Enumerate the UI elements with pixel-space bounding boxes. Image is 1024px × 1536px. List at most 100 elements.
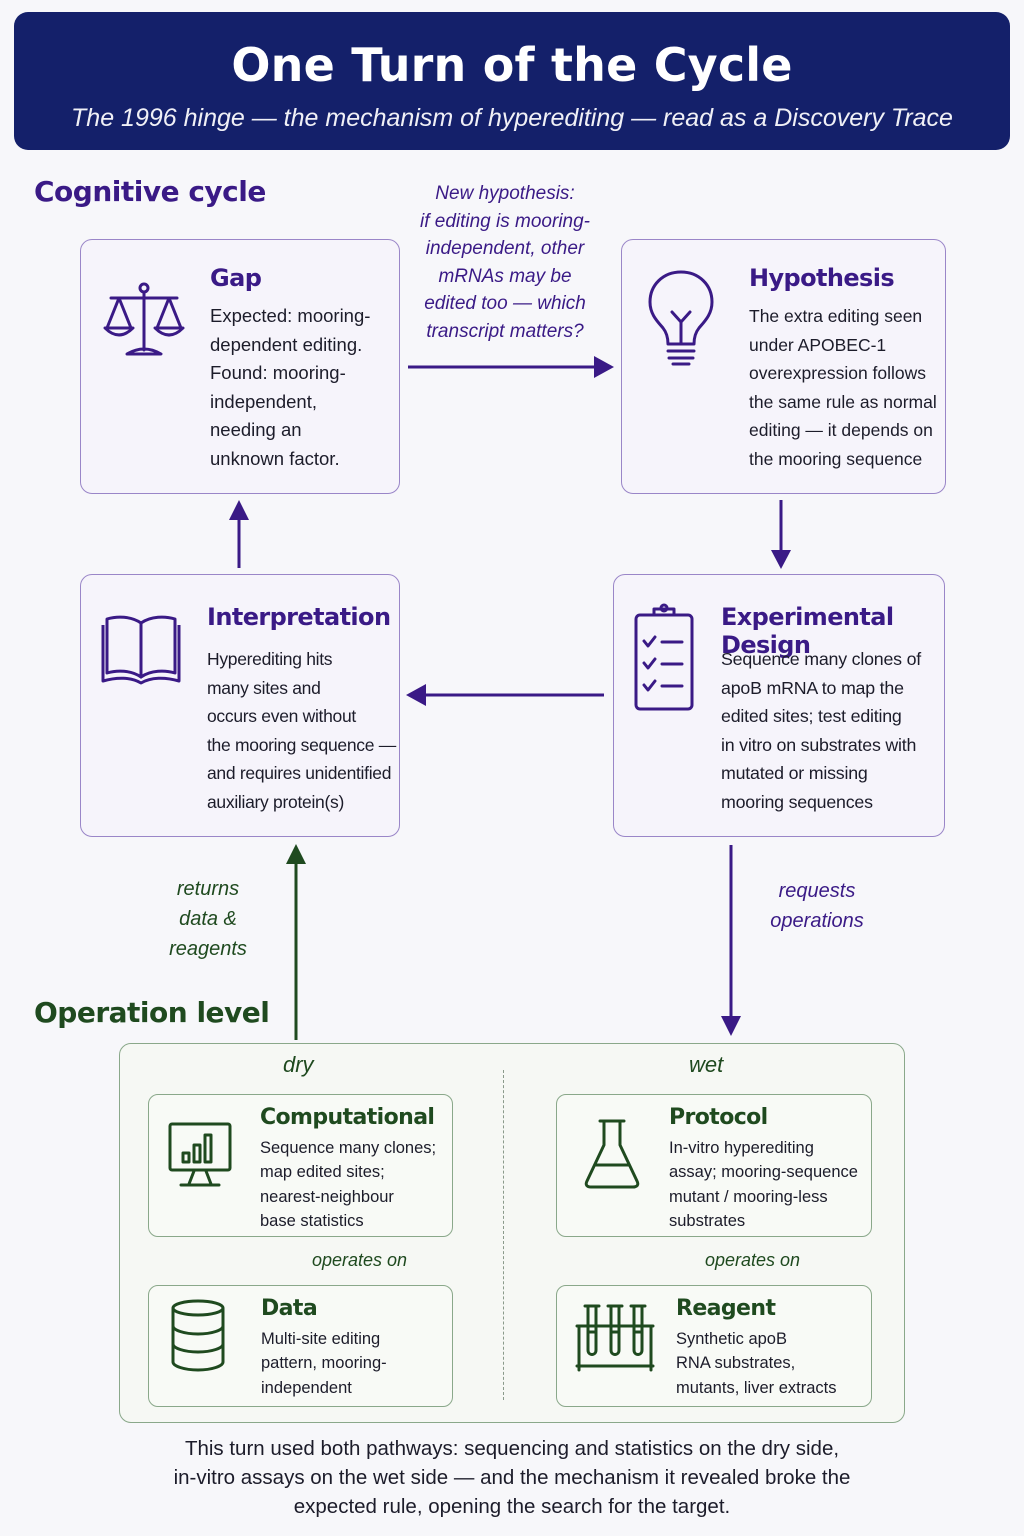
arrowhead-returns-data	[286, 844, 306, 864]
requests-line: requests	[778, 880, 856, 902]
reagent-line: RNA substrates,	[676, 1354, 796, 1373]
reagent-card: Reagent Synthetic apoB RNA substrates, m…	[556, 1285, 872, 1407]
experimental-design-card: Experimental Design Sequence many clones…	[613, 574, 945, 837]
footer-line: expected rule, opening the search for th…	[293, 1495, 731, 1518]
clipboard-checklist-icon	[634, 603, 694, 711]
gap-line: dependent editing.	[210, 333, 363, 355]
computational-line: base statistics	[260, 1211, 364, 1230]
interpretation-body: Hyperediting hits many sites and occurs …	[207, 645, 401, 816]
flask-icon	[584, 1119, 640, 1189]
gap-card: Gap Expected: mooring- dependent editing…	[80, 239, 400, 494]
footer-line: This turn used both pathways: sequencing…	[184, 1437, 840, 1460]
cognitive-cycle-heading: Cognitive cycle	[34, 175, 266, 208]
open-book-icon	[101, 615, 181, 685]
note-line: edited too — which	[424, 293, 586, 314]
interpretation-line: the mooring sequence —	[207, 734, 396, 755]
computational-line: nearest-neighbour	[260, 1187, 394, 1206]
experimental-design-body: Sequence many clones of apoB mRNA to map…	[721, 645, 943, 816]
requests-operations-label: requests operations	[750, 876, 884, 936]
lightbulb-icon	[648, 270, 714, 366]
interpretation-line: occurs even without	[207, 706, 356, 726]
computational-card: Computational Sequence many clones; map …	[148, 1094, 453, 1237]
arrowhead-hypothesis-to-design	[771, 550, 791, 569]
hypothesis-line: The extra editing seen	[749, 306, 923, 326]
protocol-line: mutant / mooring-less	[669, 1187, 828, 1206]
protocol-body: In-vitro hyperediting assay; mooring-seq…	[669, 1136, 869, 1233]
gap-line: unknown factor.	[210, 447, 340, 469]
hypothesis-card: Hypothesis The extra editing seen under …	[621, 239, 946, 494]
computational-line: map edited sites;	[260, 1163, 385, 1182]
design-line: in vitro on substrates with	[721, 734, 917, 755]
protocol-line: In-vitro hyperediting	[669, 1139, 814, 1157]
hypothesis-title: Hypothesis	[749, 264, 895, 292]
operation-level-heading: Operation level	[34, 996, 270, 1029]
interpretation-line: auxiliary protein(s)	[207, 791, 344, 812]
design-line: apoB mRNA to map the	[721, 677, 904, 698]
protocol-line: assay; mooring-sequence	[669, 1163, 858, 1182]
scales-icon	[103, 282, 185, 356]
hypothesis-line: the mooring sequence	[749, 448, 923, 469]
hypothesis-line: the same rule as normal	[749, 391, 937, 412]
gap-line: Expected: mooring-	[210, 305, 371, 326]
database-icon	[171, 1299, 225, 1372]
reagent-body: Synthetic apoB RNA substrates, mutants, …	[676, 1327, 871, 1400]
protocol-title: Protocol	[669, 1105, 768, 1130]
gap-line: independent,	[210, 390, 317, 412]
hypothesis-body: The extra editing seen under APOBEC-1 ov…	[749, 302, 945, 473]
interpretation-card: Interpretation Hyperediting hits many si…	[80, 574, 400, 837]
gap-title: Gap	[210, 264, 262, 292]
arrowhead-interpretation-to-gap	[229, 500, 249, 520]
gap-line: needing an	[210, 419, 302, 440]
data-title: Data	[261, 1296, 318, 1321]
computational-line: Sequence many clones;	[260, 1139, 437, 1157]
footer-line: in-vitro assays on the wet side — and th…	[173, 1466, 851, 1489]
reagent-title: Reagent	[676, 1296, 776, 1321]
wet-operates-on-label: operates on	[705, 1250, 801, 1270]
note-line: transcript matters?	[426, 320, 584, 342]
interpretation-line: many sites and	[207, 677, 321, 698]
monitor-chart-icon	[168, 1122, 232, 1187]
new-hypothesis-note: New hypothesis: if editing is mooring- i…	[402, 180, 608, 345]
data-line: pattern, mooring-	[261, 1354, 387, 1373]
data-line: independent	[261, 1378, 352, 1397]
hypothesis-line: under APOBEC-1	[749, 334, 887, 355]
protocol-line: substrates	[669, 1211, 746, 1230]
reagent-line: Synthetic apoB	[676, 1330, 787, 1348]
requests-line: operations	[770, 910, 864, 932]
returns-line: reagents	[169, 938, 247, 960]
page-title: One Turn of the Cycle	[231, 38, 793, 92]
data-card: Data Multi-site editing pattern, mooring…	[148, 1285, 453, 1407]
note-line: if editing is mooring-	[419, 210, 591, 232]
hypothesis-line: editing — it depends on	[749, 420, 933, 440]
arrowhead-gap-to-hypothesis	[594, 356, 614, 378]
design-line: mutated or missing	[721, 763, 868, 783]
computational-title: Computational	[260, 1105, 435, 1130]
data-body: Multi-site editing pattern, mooring- ind…	[261, 1327, 446, 1400]
design-line: Sequence many clones of	[721, 649, 922, 669]
dry-label: dry	[283, 1052, 314, 1077]
page-subtitle: The 1996 hinge — the mechanism of hypere…	[71, 104, 953, 132]
gap-line: Found: mooring-	[210, 362, 346, 383]
protocol-card: Protocol In-vitro hyperediting assay; mo…	[556, 1094, 872, 1237]
design-line: edited sites; test editing	[721, 706, 902, 726]
design-line: mooring sequences	[721, 791, 873, 812]
hypothesis-line: overexpression follows	[749, 363, 927, 383]
dry-wet-divider	[503, 1070, 504, 1400]
arrowhead-design-to-interpretation	[406, 684, 426, 706]
returns-line: data &	[179, 908, 237, 930]
header-banner: One Turn of the Cycle The 1996 hinge — t…	[14, 12, 1010, 150]
computational-body: Sequence many clones; map edited sites; …	[260, 1136, 450, 1233]
data-line: Multi-site editing	[261, 1330, 381, 1348]
experimental-design-title: Experimental Design	[721, 603, 894, 659]
interpretation-line: and requires unidentified	[207, 763, 392, 783]
reagent-line: mutants, liver extracts	[676, 1378, 837, 1397]
footer-caption: This turn used both pathways: sequencing…	[100, 1434, 924, 1521]
test-tubes-icon	[575, 1304, 655, 1372]
note-line: New hypothesis:	[435, 183, 575, 204]
dry-operates-on-label: operates on	[312, 1250, 408, 1270]
returns-data-label: returns data & reagents	[150, 874, 266, 964]
note-line: mRNAs may be	[438, 265, 572, 287]
returns-line: returns	[176, 878, 240, 900]
arrowhead-requests-operations	[721, 1016, 741, 1036]
